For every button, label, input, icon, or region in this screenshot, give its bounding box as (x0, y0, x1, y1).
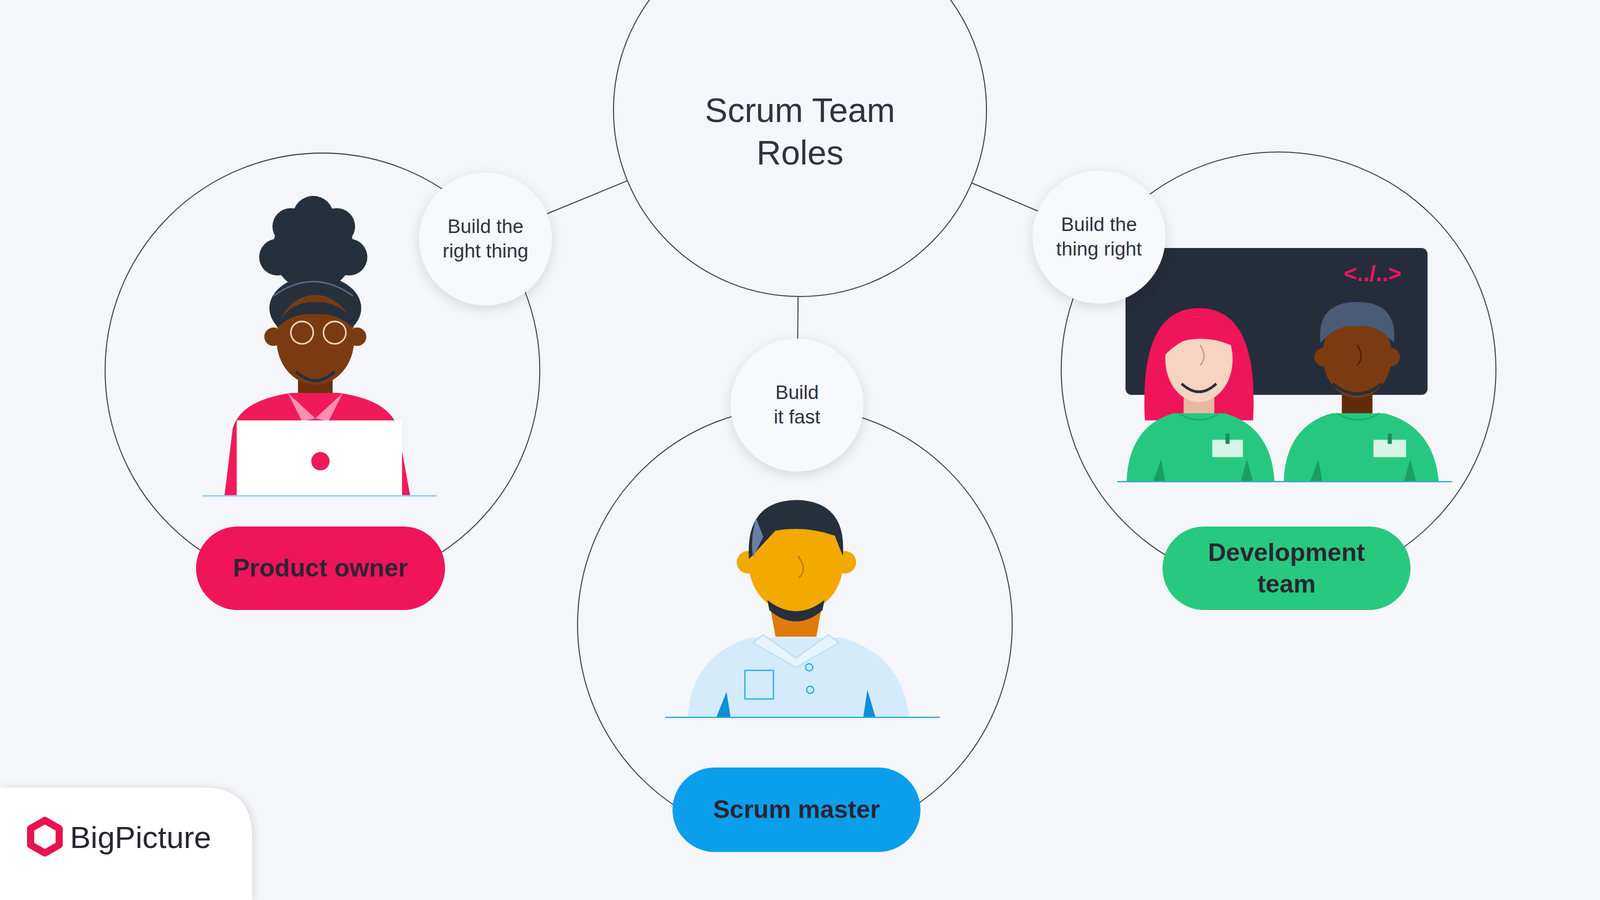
shirt (1283, 413, 1439, 482)
shirt-fold (1404, 459, 1416, 482)
node-text: Build the right thing (428, 214, 543, 264)
pocket (745, 670, 774, 699)
shirt-fold (1310, 459, 1322, 482)
node-text-group: Build the thing right (1041, 212, 1157, 262)
watermark-box (0, 788, 252, 900)
role-pill: Development team (1162, 526, 1411, 610)
hair (748, 500, 843, 559)
watermark-text: BigPicture (70, 817, 240, 857)
node-text-group: Product owner (210, 552, 431, 584)
hair-bun (318, 208, 355, 245)
node-text-group: Development team (1191, 537, 1382, 600)
desk-line (202, 495, 437, 497)
torso (224, 393, 410, 496)
title-circle: Scrum Team Roles (613, 0, 987, 297)
collar (288, 393, 316, 422)
node-text-group: Scrum master (686, 794, 907, 826)
node-outline (1032, 170, 1166, 304)
nose (1357, 345, 1361, 366)
shirt (1126, 413, 1275, 482)
desk-line (665, 716, 940, 718)
nose (798, 556, 804, 578)
node-text: Product owner (210, 552, 431, 584)
node-text: Development team (1191, 537, 1382, 600)
jaw-line (767, 600, 825, 622)
node-outline (419, 172, 552, 306)
node-text: Scrum Team Roles (695, 89, 905, 174)
node-text: Build it fast (772, 380, 822, 430)
connector-line (797, 297, 799, 339)
nose (1200, 345, 1204, 366)
badge-clip (1225, 433, 1230, 444)
button (806, 686, 814, 693)
shirt-fold (863, 690, 876, 718)
badge-clip (1388, 433, 1392, 444)
node-text-group: Build the right thing (428, 214, 543, 264)
motto-circle: Build the thing right (1032, 170, 1166, 304)
circle-shape (419, 172, 552, 306)
role-pill: Product owner (196, 526, 445, 610)
shirt-fold (1153, 459, 1165, 482)
hair (1144, 308, 1254, 420)
smile (1181, 383, 1216, 392)
desk-line (1117, 481, 1452, 482)
jaw-line (1332, 383, 1382, 394)
connector-line (972, 183, 1038, 211)
code-tag: <../..> (1322, 258, 1423, 289)
glasses (291, 321, 314, 344)
jaw-line (296, 371, 335, 381)
node-text: Scrum master (686, 794, 907, 826)
circle-shape (613, 0, 987, 297)
motto-circle: Build it fast (730, 338, 864, 472)
role-pill: Scrum master (672, 767, 921, 852)
pill-shape (672, 767, 921, 852)
node-text-group: Scrum Team Roles (695, 89, 905, 174)
collar (1178, 413, 1220, 420)
hair-bun (272, 208, 309, 245)
face (276, 295, 354, 385)
glasses (323, 321, 346, 344)
motto-circle: Build the right thing (419, 172, 552, 306)
logo-mark (30, 820, 59, 853)
collar (753, 634, 839, 667)
node-text-group: Build it fast (772, 380, 822, 430)
hairband (273, 281, 353, 296)
pill-shape (1162, 526, 1411, 610)
pill-shape (196, 526, 445, 610)
circle-shape (730, 338, 864, 472)
laptop-logo (311, 452, 330, 471)
bangs (1163, 316, 1235, 358)
shirt-fold (716, 692, 731, 718)
circle-shape (1032, 170, 1166, 304)
collar (1336, 413, 1380, 420)
collar (315, 393, 343, 422)
laptop (236, 420, 402, 496)
node-outline (730, 338, 864, 472)
node-text: Build the thing right (1041, 212, 1157, 262)
connector-line (547, 181, 627, 214)
button (805, 664, 813, 671)
hair-highlight (752, 518, 763, 558)
hair (1320, 302, 1394, 343)
shirt (688, 638, 910, 718)
shirt-fold (1241, 459, 1253, 482)
